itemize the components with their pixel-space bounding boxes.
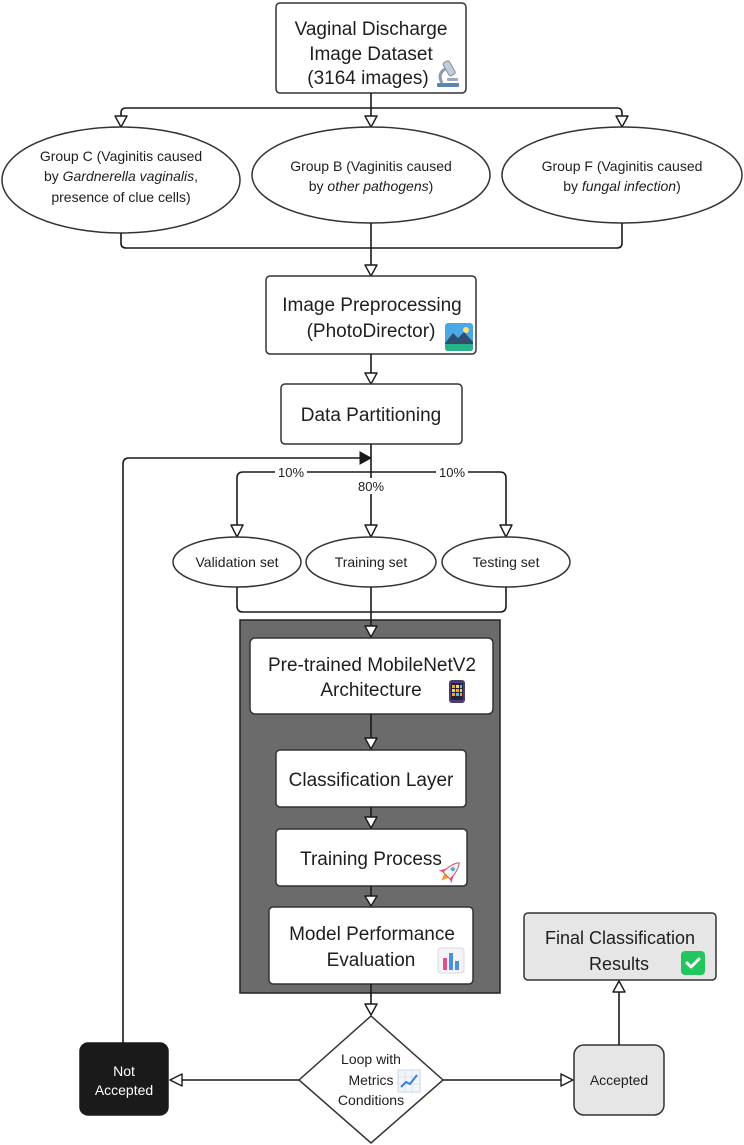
arrowhead xyxy=(612,980,626,993)
group-c-organism: Gardnerella vaginalis xyxy=(63,168,195,184)
photo-icon xyxy=(445,323,473,351)
arrowhead xyxy=(364,625,378,638)
group-c-line2-post: , xyxy=(194,168,198,184)
dataset-count: (3164 images) xyxy=(307,68,428,89)
group-f-cause: fungal infection xyxy=(582,178,676,194)
bar-chart-icon xyxy=(437,947,465,974)
arrowhead xyxy=(364,524,378,538)
arrowhead xyxy=(560,1073,574,1087)
label-bg xyxy=(275,464,307,480)
testing-set-label: Testing set xyxy=(473,554,540,570)
connector-sets-to-model xyxy=(236,587,507,625)
line-chart-icon xyxy=(397,1069,421,1093)
label-bg xyxy=(355,478,387,494)
decision-diamond xyxy=(297,1014,445,1144)
decision-line3: Conditions xyxy=(338,1092,404,1108)
not-accepted-box xyxy=(79,1042,169,1116)
training-set-label: Training set xyxy=(335,554,408,570)
rocket-icon xyxy=(438,862,460,884)
group-b-line2-post: ) xyxy=(429,178,434,194)
validation-set-label: Validation set xyxy=(195,554,278,570)
dataset-title-line2: Image Dataset xyxy=(309,44,433,65)
group-c-line2-pre: by xyxy=(44,168,63,184)
training-process-label: Training Process xyxy=(300,849,442,870)
group-f-line1: Group F (Vaginitis caused xyxy=(542,158,703,174)
mobilenet-subtitle: Architecture xyxy=(320,680,421,701)
group-f-line2: by fungal infection) xyxy=(563,178,681,194)
arrowhead xyxy=(615,115,629,128)
arrowhead xyxy=(364,372,378,385)
final-results-line2: Results xyxy=(589,954,649,974)
arrowhead xyxy=(364,816,378,829)
partitioning-label: Data Partitioning xyxy=(301,405,441,426)
group-c-line2: by Gardnerella vaginalis, xyxy=(44,168,198,184)
final-results-box xyxy=(523,912,717,981)
evaluation-title: Model Performance xyxy=(289,924,455,945)
group-b-ellipse xyxy=(251,126,491,224)
decision-line2: Metrics xyxy=(348,1072,393,1088)
mobilenet-title: Pre-trained MobileNetV2 xyxy=(268,655,476,676)
arrowhead xyxy=(230,524,244,538)
final-results-line1: Final Classification xyxy=(545,928,695,948)
not-accepted-line1: Not xyxy=(113,1063,135,1079)
not-accepted-line2: Accepted xyxy=(95,1082,153,1098)
preprocessing-tool: (PhotoDirector) xyxy=(307,321,436,342)
arrowhead xyxy=(364,1003,378,1016)
dataset-title-line1: Vaginal Discharge xyxy=(295,19,448,40)
group-c-line3: presence of clue cells) xyxy=(51,189,190,205)
mobile-phone-icon xyxy=(449,680,465,703)
loop-back-connector xyxy=(122,457,361,1043)
group-f-line2-post: ) xyxy=(676,178,681,194)
group-b-cause: other pathogens xyxy=(327,178,428,194)
group-b-line1: Group B (Vaginitis caused xyxy=(290,158,452,174)
group-f-ellipse xyxy=(501,126,743,224)
arrowhead xyxy=(169,1073,183,1087)
accepted-label: Accepted xyxy=(590,1072,648,1088)
label-bg xyxy=(436,464,468,480)
loop-back-arrowhead xyxy=(359,451,373,465)
check-mark-icon xyxy=(681,951,705,975)
arrowhead xyxy=(114,115,128,128)
group-f-line2-pre: by xyxy=(563,178,582,194)
connector-groups-to-preprocessing xyxy=(120,223,623,265)
evaluation-subtitle: Evaluation xyxy=(327,950,416,971)
arrowhead xyxy=(364,895,378,907)
arrowhead xyxy=(499,524,513,538)
decision-line1: Loop with xyxy=(341,1051,401,1067)
validation-percent: 10% xyxy=(278,465,304,480)
group-c-line1: Group C (Vaginitis caused xyxy=(40,148,202,164)
testing-percent: 10% xyxy=(439,465,465,480)
training-percent: 80% xyxy=(358,479,384,494)
arrowhead xyxy=(364,264,378,277)
connector-dataset-to-groups xyxy=(120,93,623,117)
group-b-line2: by other pathogens) xyxy=(309,178,434,194)
classification-layer-label: Classification Layer xyxy=(289,770,454,791)
preprocessing-title: Image Preprocessing xyxy=(282,295,462,316)
microscope-icon xyxy=(437,60,459,87)
group-b-line2-pre: by xyxy=(309,178,328,194)
arrowhead xyxy=(364,737,378,750)
arrowhead xyxy=(364,115,378,128)
